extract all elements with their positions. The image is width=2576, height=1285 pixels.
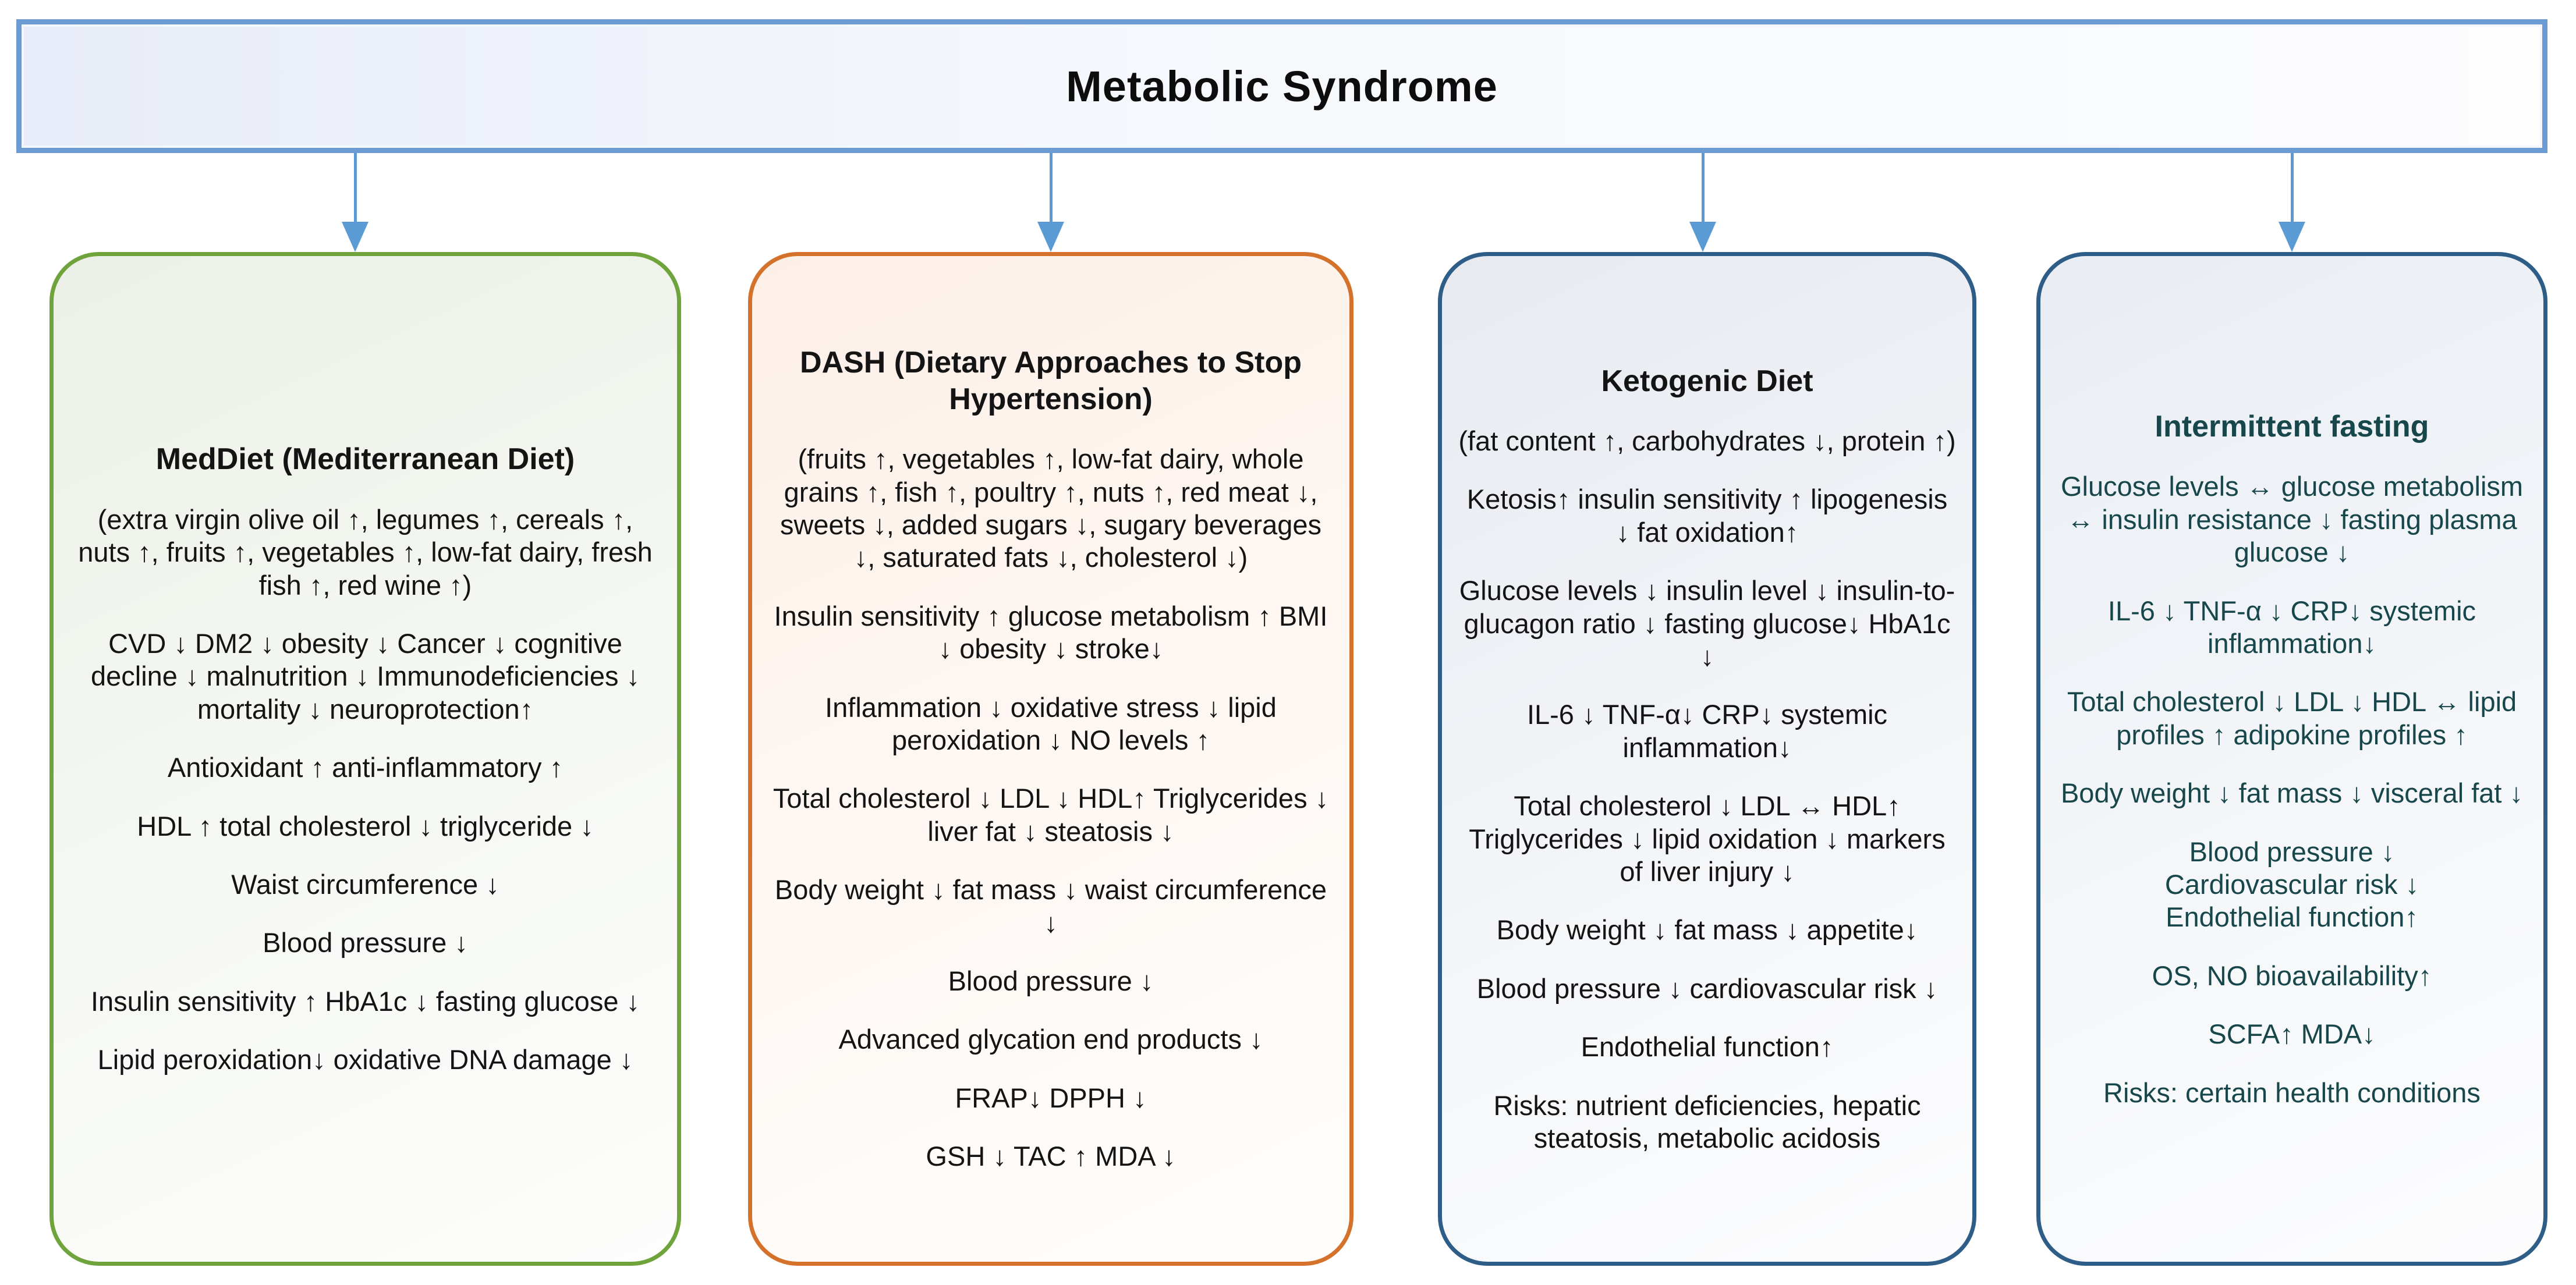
arrow-head — [1037, 222, 1064, 252]
box-paragraph: Endothelial function↑ — [1581, 1031, 1834, 1063]
box-paragraph: Blood pressure ↓ Cardiovascular risk ↓ E… — [2164, 836, 2419, 933]
arrow-stem — [1701, 153, 1705, 222]
box-paragraph: Ketosis↑ insulin sensitivity ↑ lipogenes… — [1466, 484, 1948, 548]
box-paragraph: Blood pressure ↓ cardiovascular risk ↓ — [1476, 972, 1938, 1004]
box-paragraph: Lipid peroxidation↓ oxidative DNA damage… — [97, 1044, 633, 1075]
down-arrow-icon — [2279, 153, 2305, 252]
diet-box-meddiet: MedDiet (Mediterranean Diet) (extra virg… — [49, 252, 681, 1266]
box-paragraph: Total cholesterol ↓ LDL ↓ HDL↑ Triglycer… — [773, 783, 1329, 847]
box-paragraph: IL-6 ↓ TNF-α ↓ CRP↓ systemic inflammatio… — [2107, 595, 2476, 659]
page-title: Metabolic Syndrome — [1066, 62, 1498, 111]
box-paragraph: CVD ↓ DM2 ↓ obesity ↓ Cancer ↓ cognitive… — [90, 628, 640, 725]
box-paragraph: Glucose levels ↓ insulin level ↓ insulin… — [1459, 575, 1955, 672]
box-paragraph: (extra virgin olive oil ↑, legumes ↑, ce… — [78, 503, 653, 601]
down-arrow-icon — [342, 153, 368, 252]
box-paragraph: OS, NO bioavailability↑ — [2152, 960, 2432, 991]
box-paragraph: Glucose levels ↔ glucose metabolism ↔ in… — [2060, 471, 2524, 568]
header-box: Metabolic Syndrome — [16, 19, 2547, 153]
box-paragraph: Blood pressure ↓ — [948, 965, 1154, 996]
box-paragraph: (fruits ↑, vegetables ↑, low-fat dairy, … — [779, 443, 1322, 573]
box-paragraph: Risks: nutrient deficiencies, hepatic st… — [1493, 1089, 1921, 1153]
arrow-head — [1689, 222, 1716, 252]
diet-box-dash: DASH (Dietary Approaches to Stop Hyperte… — [748, 252, 1353, 1266]
arrow-head — [342, 222, 368, 252]
box-paragraph: Total cholesterol ↓ LDL ↔ HDL↑ Triglycer… — [1469, 790, 1946, 887]
box-paragraph: Inflammation ↓ oxidative stress ↓ lipid … — [825, 691, 1277, 755]
box-paragraph: HDL ↑ total cholesterol ↓ triglyceride ↓ — [137, 810, 594, 842]
box-paragraph: Total cholesterol ↓ LDL ↓ HDL ↔ lipid pr… — [2067, 686, 2517, 750]
box-title: DASH (Dietary Approaches to Stop Hyperte… — [800, 346, 1302, 416]
box-paragraph: SCFA↑ MDA↓ — [2208, 1018, 2376, 1050]
box-paragraph: Antioxidant ↑ anti-inflammatory ↑ — [167, 752, 564, 783]
diet-box-ketogenic: Ketogenic Diet (fat content ↑, carbohydr… — [1438, 252, 1976, 1266]
down-arrow-icon — [1037, 153, 1064, 252]
box-paragraph: Body weight ↓ fat mass ↓ visceral fat ↓ — [2060, 778, 2524, 809]
box-paragraph: Waist circumference ↓ — [231, 868, 499, 900]
box-paragraph: Body weight ↓ fat mass ↓ waist circumfer… — [774, 874, 1327, 938]
box-title: MedDiet (Mediterranean Diet) — [155, 442, 575, 477]
box-title: Intermittent fasting — [2155, 410, 2429, 444]
box-paragraph: Insulin sensitivity ↑ HbA1c ↓ fasting gl… — [90, 985, 640, 1017]
box-paragraph: Insulin sensitivity ↑ glucose metabolism… — [774, 600, 1328, 665]
box-paragraph: Risks: certain health conditions — [2103, 1077, 2481, 1108]
box-paragraph: GSH ↓ TAC ↑ MDA ↓ — [926, 1141, 1176, 1172]
diet-box-intermittent-fasting: Intermittent fasting Glucose levels ↔ gl… — [2036, 252, 2547, 1266]
box-paragraph: IL-6 ↓ TNF-α↓ CRP↓ systemic inflammation… — [1526, 699, 1888, 763]
box-paragraph: (fat content ↑, carbohydrates ↓, protein… — [1458, 425, 1956, 457]
box-paragraph: Blood pressure ↓ — [263, 927, 468, 959]
arrow-head — [2279, 222, 2305, 252]
box-title: Ketogenic Diet — [1601, 364, 1813, 398]
arrow-stem — [353, 153, 357, 222]
box-paragraph: FRAP↓ DPPH ↓ — [955, 1082, 1147, 1113]
box-paragraph: Body weight ↓ fat mass ↓ appetite↓ — [1496, 914, 1918, 946]
arrow-stem — [1049, 153, 1053, 222]
down-arrow-icon — [1689, 153, 1716, 252]
box-paragraph: Advanced glycation end products ↓ — [838, 1024, 1263, 1055]
arrow-stem — [2290, 153, 2294, 222]
